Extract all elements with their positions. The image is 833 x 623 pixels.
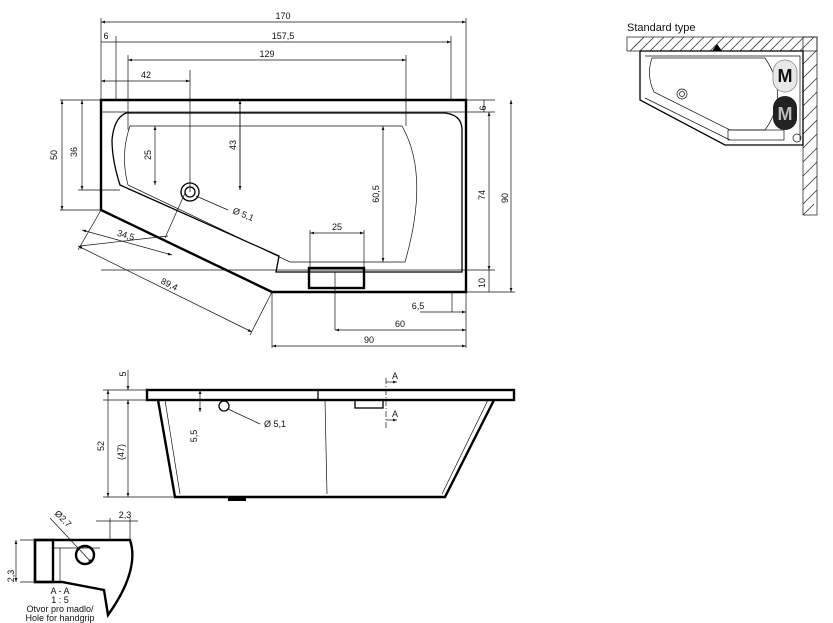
drain-leader xyxy=(195,195,229,211)
dim-bottom-60: 60 xyxy=(395,319,405,329)
wall-hatching xyxy=(629,36,818,216)
dim-drain-depth-a: 25 xyxy=(143,150,153,160)
dim-bottom-90: 90 xyxy=(364,335,374,345)
section-inner-lines xyxy=(164,399,489,495)
detail-hole xyxy=(74,544,96,566)
basin-inner-contour xyxy=(124,125,418,263)
inset-handgrip xyxy=(727,129,785,141)
dim-detail-top-offset: 2,3 xyxy=(119,510,132,520)
section-extension-lines xyxy=(103,389,175,498)
detail-caption-section: A - A xyxy=(50,586,69,596)
dim-diagonal-short: 34,5 xyxy=(116,228,136,242)
bathtub-outline xyxy=(99,98,468,294)
dim-diagonal-long: 89,4 xyxy=(159,276,179,293)
dim-drain-depth-b: 43 xyxy=(228,140,238,150)
detail-a-a: 2,3 2,3 Ø2,7 A - A 1 : 5 Otvor pro madlo… xyxy=(6,508,138,623)
standard-type-inset: Standard type M M xyxy=(626,22,818,216)
inset-arrow-icon xyxy=(712,44,722,51)
section-mark-top: A xyxy=(392,371,398,381)
detail-profile xyxy=(33,538,134,619)
plan-view: 170 6 157,5 129 42 50 36 25 43 60,5 Ø 5,… xyxy=(49,11,515,348)
inset-tub-outline xyxy=(639,50,804,146)
dim-rim-top: 6 xyxy=(478,105,488,110)
dim-section-rim: 5 xyxy=(118,371,128,376)
section-body xyxy=(156,399,496,499)
extension-lines-side xyxy=(60,99,515,293)
dim-seat-width: 25 xyxy=(332,222,342,232)
bathtub-basin xyxy=(111,112,463,273)
inset-drain-icon xyxy=(676,88,688,100)
dim-drain-diameter: Ø 5,1 xyxy=(231,206,255,224)
motor-icon-2 xyxy=(773,96,797,130)
detail-rim-block xyxy=(33,538,55,584)
dim-drain-to-edge: 129 xyxy=(259,49,274,59)
section-rim xyxy=(145,388,516,402)
motor-label-1: M xyxy=(778,66,793,86)
dim-depth-left-outer: 50 xyxy=(49,150,59,160)
dim-detail-hole-diameter: Ø2,7 xyxy=(53,508,74,529)
dim-skirt-offset: 6,5 xyxy=(412,301,425,311)
detail-caption-scale: 1 : 5 xyxy=(51,595,69,605)
motor-label-2: M xyxy=(778,104,793,124)
inset-tub-basin xyxy=(649,57,778,131)
section-handgrip xyxy=(354,399,384,409)
detail-caption-cz: Otvor pro madlo/ xyxy=(26,604,94,614)
dim-rim-bottom: 10 xyxy=(477,278,487,288)
section-mark-bottom: A xyxy=(392,409,398,419)
detail-extension-lines xyxy=(20,518,131,583)
detail-caption-en: Hole for handgrip xyxy=(25,613,94,623)
inset-title: Standard type xyxy=(627,22,696,34)
dim-inner-total: 74 xyxy=(477,190,487,200)
dim-drain-from-left: 42 xyxy=(141,70,151,80)
dim-offset-left: 6 xyxy=(103,31,108,41)
section-drain-leader xyxy=(227,408,261,425)
dim-line-detail-hole xyxy=(49,517,93,564)
dim-line-diagonal-long xyxy=(77,245,253,333)
dim-section-drain-diameter: Ø 5,1 xyxy=(264,419,286,429)
dim-section-height-inner: (47) xyxy=(116,444,126,460)
dim-section-drain-offset: 5,5 xyxy=(189,430,199,443)
section-view: A A 5 52 (47) 5,5 Ø 5,1 xyxy=(96,370,516,501)
inset-valve-icon xyxy=(792,133,802,143)
dim-outer-total: 90 xyxy=(500,193,510,203)
dim-section-height-outer: 52 xyxy=(96,441,106,451)
motor-icon-1 xyxy=(772,59,798,93)
dim-inner-depth: 60,5 xyxy=(371,185,381,203)
extension-lines-bottom xyxy=(271,230,467,348)
section-drain-hole xyxy=(218,400,230,412)
extension-lines-top xyxy=(100,18,467,192)
handgrip-recess xyxy=(307,266,366,290)
dim-overall-width: 170 xyxy=(275,11,290,21)
section-drain-outlet xyxy=(228,497,246,501)
dim-depth-left-inner: 36 xyxy=(69,147,79,157)
inset-tub-rim xyxy=(644,55,801,141)
dim-inner-length: 157,5 xyxy=(272,31,295,41)
dim-detail-left-offset: 2,3 xyxy=(6,570,16,583)
